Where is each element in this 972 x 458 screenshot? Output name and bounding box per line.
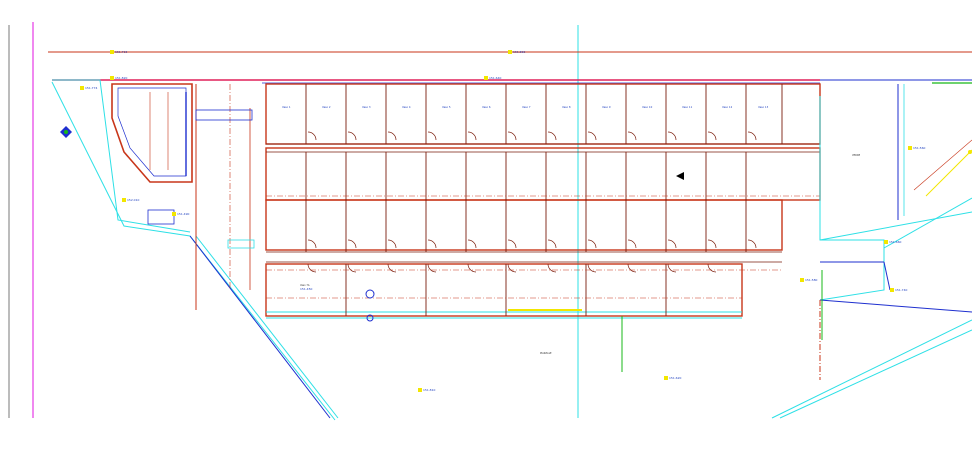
room-label: Vaso 6 [482, 105, 491, 109]
north-arrow-icon [60, 126, 72, 138]
diagonal-road-edge-1 [189, 235, 331, 419]
door-swings [307, 131, 757, 273]
room-label: Vaso 10 [642, 105, 653, 109]
service-building [111, 83, 193, 225]
elevation-label: 151.450 [300, 287, 312, 291]
room-label: Vaso 2 [322, 105, 331, 109]
room-label: Vaso 1 [282, 105, 291, 109]
area-note: PIAZZALE [540, 352, 552, 355]
elevation-label: 151.660 [889, 240, 901, 244]
room-label: Vaso 9 [602, 105, 611, 109]
elevation-label: 151.774 [85, 86, 97, 90]
elevation-label: 151.580 [805, 278, 817, 282]
right-site-zone [771, 84, 972, 419]
elevation-tags [80, 50, 912, 392]
diagonal-road-edge-2 [195, 235, 339, 419]
unit-note: Vaso 7A [300, 284, 310, 287]
room-label: Vaso 13 [758, 105, 769, 109]
elevation-label: 151.490 [177, 212, 189, 216]
site-boundary-left [52, 79, 191, 233]
gate-icon [968, 150, 972, 154]
elevation-label: 151.620 [669, 376, 681, 380]
storage-block [265, 83, 821, 319]
room-label: Vaso 5 [442, 105, 451, 109]
room-label: Vaso 8 [562, 105, 571, 109]
elevation-label: 151.740 [895, 288, 907, 292]
site-boundary-left-outer [51, 81, 336, 421]
elevation-label: 151.715 [115, 50, 127, 54]
room-label: Vaso 7 [522, 105, 531, 109]
elevation-label: 151.810 [423, 388, 435, 392]
elevation-label: 151.560 [913, 146, 925, 150]
area-note: VERDE [852, 154, 861, 157]
access-corridor [195, 84, 255, 310]
room-label: Vaso 4 [402, 105, 411, 109]
elevation-label: 151.820 [115, 76, 127, 80]
room-label: Vaso 12 [722, 105, 733, 109]
elevation-label: 152.010 [127, 198, 139, 202]
room-label: Vaso 3 [362, 105, 371, 109]
room-label: Vaso 11 [682, 105, 693, 109]
elevation-label: 151.640 [489, 76, 501, 80]
elevation-label: 151.890 [513, 50, 525, 54]
arrow-icon [676, 172, 684, 180]
survey-point-icon [365, 289, 375, 322]
